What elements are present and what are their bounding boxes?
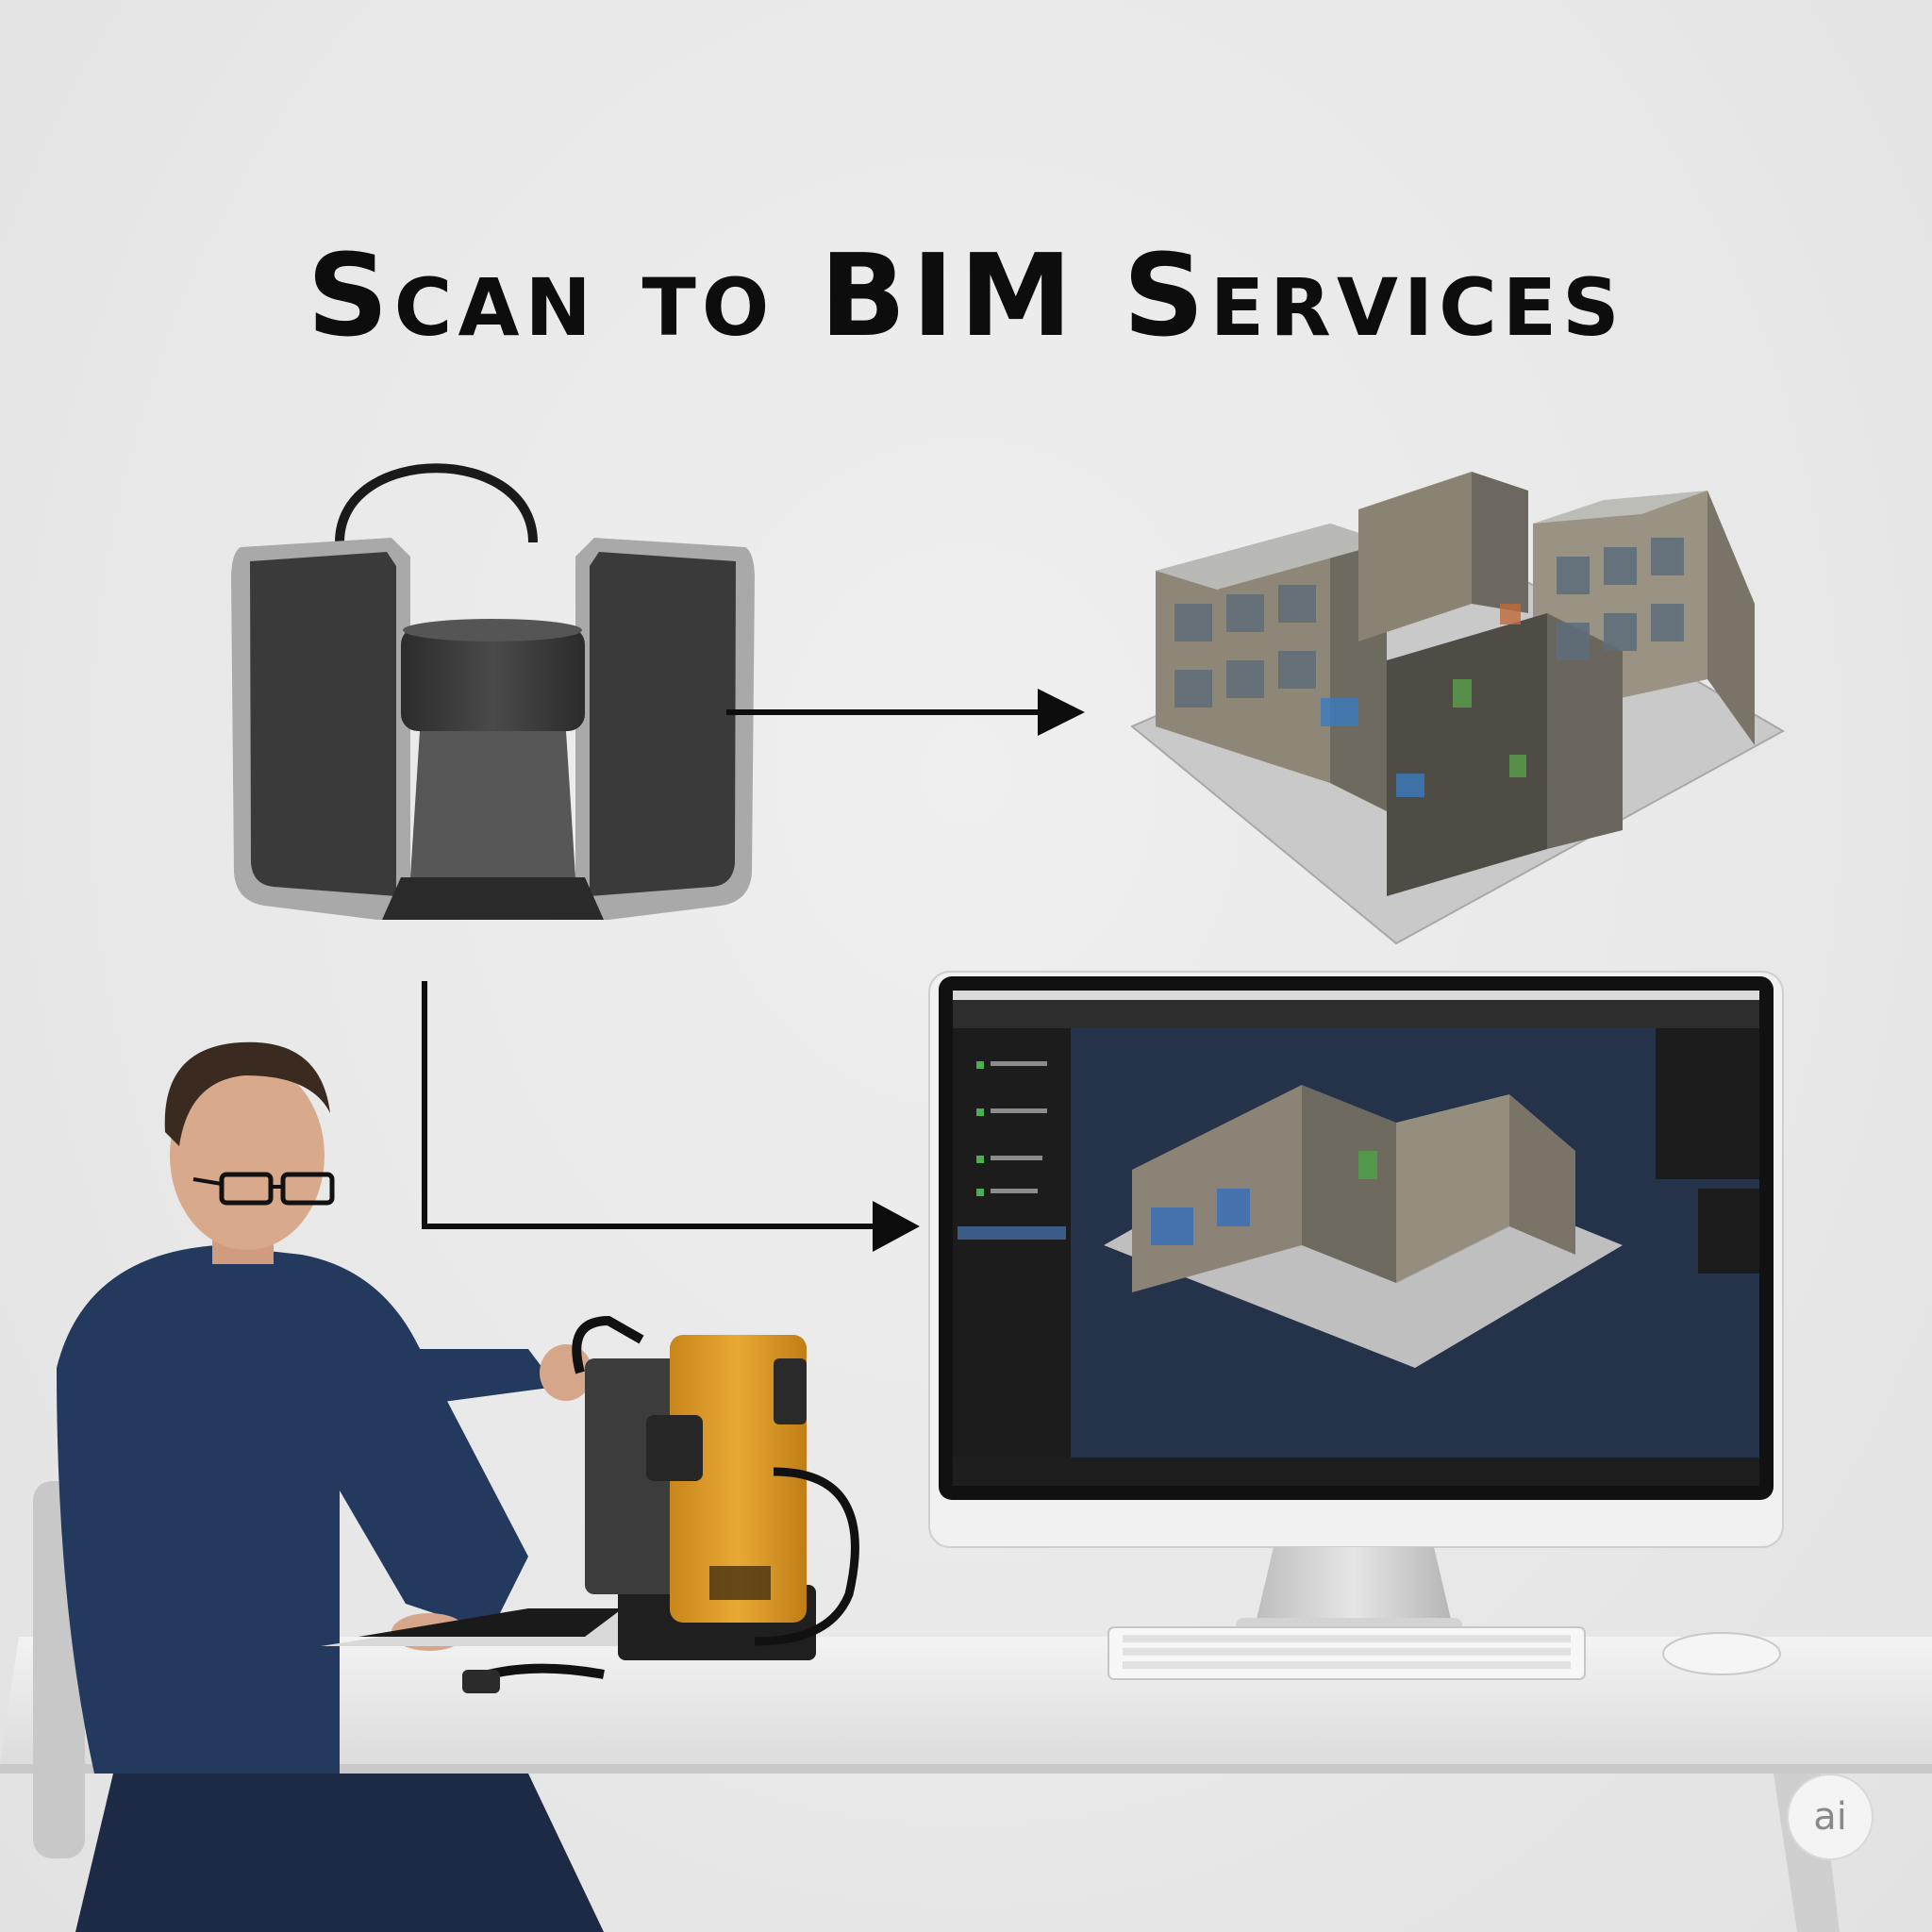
building-model-icon [1130,472,1786,945]
keyboard-icon [1108,1626,1586,1680]
laptop-keyboard [321,1608,660,1646]
mouse-icon [1662,1632,1781,1675]
arrow-scanner-to-monitor [422,981,920,1252]
monitor-icon [928,971,1784,1639]
desktop-scanner-device [462,1315,859,1693]
person-operator [33,1041,604,1932]
arrow-scanner-to-model [726,689,1085,736]
ai-watermark: ai [1787,1774,1874,1860]
laser-scanner-icon [231,463,755,920]
page-title: Scan to BIM Services [307,231,1625,362]
